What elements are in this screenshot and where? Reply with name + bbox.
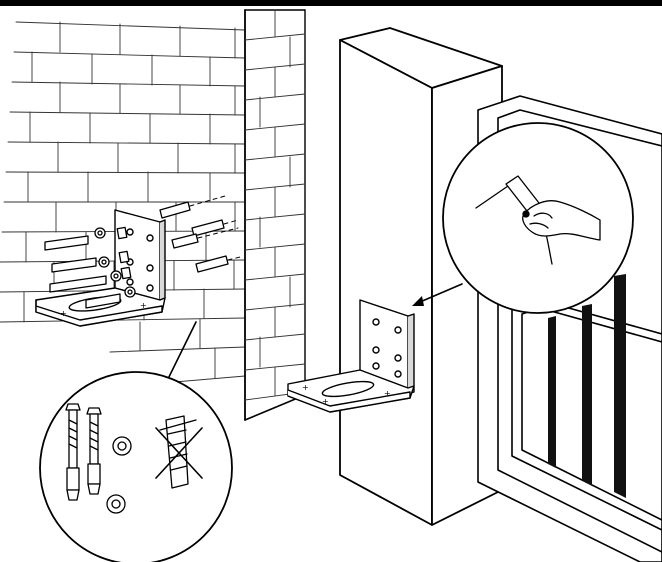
svg-text:+: + xyxy=(140,301,147,310)
svg-text:+: + xyxy=(60,309,67,318)
brick-wall-side xyxy=(244,9,306,401)
post-bracket: + + + xyxy=(287,299,415,413)
expansion-bolt xyxy=(65,403,81,501)
washer xyxy=(106,494,126,514)
expansion-bolt xyxy=(51,256,110,273)
expansion-bolt xyxy=(49,270,122,293)
gate-bars xyxy=(548,274,626,498)
cross-mark xyxy=(155,427,203,479)
parts-callout xyxy=(39,321,233,562)
washer xyxy=(112,436,132,456)
svg-text:+: + xyxy=(322,397,329,406)
expansion-bolt xyxy=(85,286,136,309)
svg-text:+: + xyxy=(384,389,391,398)
brick-wall xyxy=(0,9,306,421)
expansion-bolts xyxy=(44,195,241,309)
svg-text:+: + xyxy=(302,383,309,392)
expansion-bolt xyxy=(44,227,106,251)
welding-callout xyxy=(412,122,634,314)
expansion-bolt xyxy=(86,407,102,495)
hand-icon xyxy=(522,200,601,241)
brick-wall-face xyxy=(0,21,246,383)
top-border xyxy=(0,0,662,6)
